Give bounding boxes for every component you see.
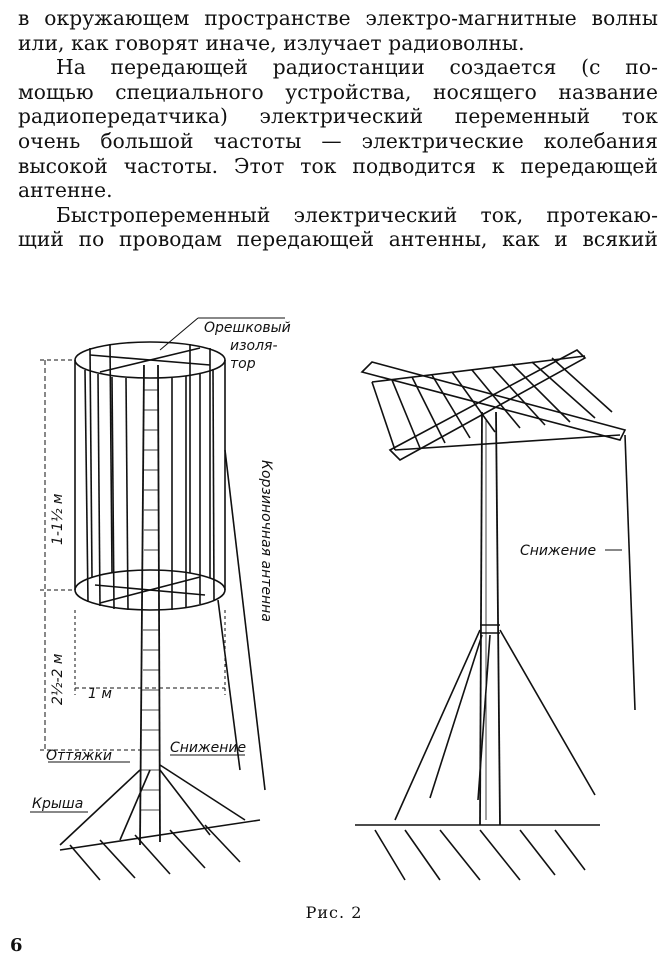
text-line: Быстропеременный электрический ток, прот… xyxy=(56,202,658,227)
cross-antenna-drawing xyxy=(355,349,636,881)
label-downlead-left: Снижение xyxy=(170,740,246,756)
text-line: высокой частоты. Этот ток подводится к п… xyxy=(18,153,658,178)
text-line: радиопередатчика) электрический переменн… xyxy=(18,104,658,129)
text-line: На передающей радиостанции создается (с … xyxy=(56,55,658,80)
text-line: или, как говорят иначе, излучает радиово… xyxy=(18,30,525,55)
antenna-figure: Орешковый изоля- тор Корзиночная антенна… xyxy=(30,317,636,881)
text-line: в окружающем пространстве электро-магнит… xyxy=(18,6,658,30)
label-basket-antenna: Корзиночная антенна xyxy=(258,460,274,622)
text-line: очень большой частоты — электрические ко… xyxy=(18,128,658,153)
label-insulator-3: тор xyxy=(230,356,256,372)
label-height-basket: 1-1½ м xyxy=(50,493,66,545)
basket-antenna-drawing xyxy=(30,317,285,881)
text-line: антенне. xyxy=(18,178,113,203)
figure-caption: Рис. 2 xyxy=(305,903,363,922)
text-line: щий по проводам передающей антенны, как … xyxy=(18,227,658,252)
label-insulator-1: Орешковый xyxy=(204,320,291,336)
label-braces: Оттяжки xyxy=(46,748,112,764)
label-height-mast: 2½-2 м xyxy=(50,653,66,705)
label-insulator-2: изоля- xyxy=(230,338,278,354)
label-diameter: 1 м xyxy=(88,686,112,702)
label-downlead-right: Снижение xyxy=(520,543,596,559)
page-number: 6 xyxy=(10,935,23,956)
text-line: мощью специального устройства, носящего … xyxy=(18,79,658,104)
body-text: в окружающем пространстве электро-магнит… xyxy=(18,6,658,252)
label-roof: Крыша xyxy=(32,796,83,812)
